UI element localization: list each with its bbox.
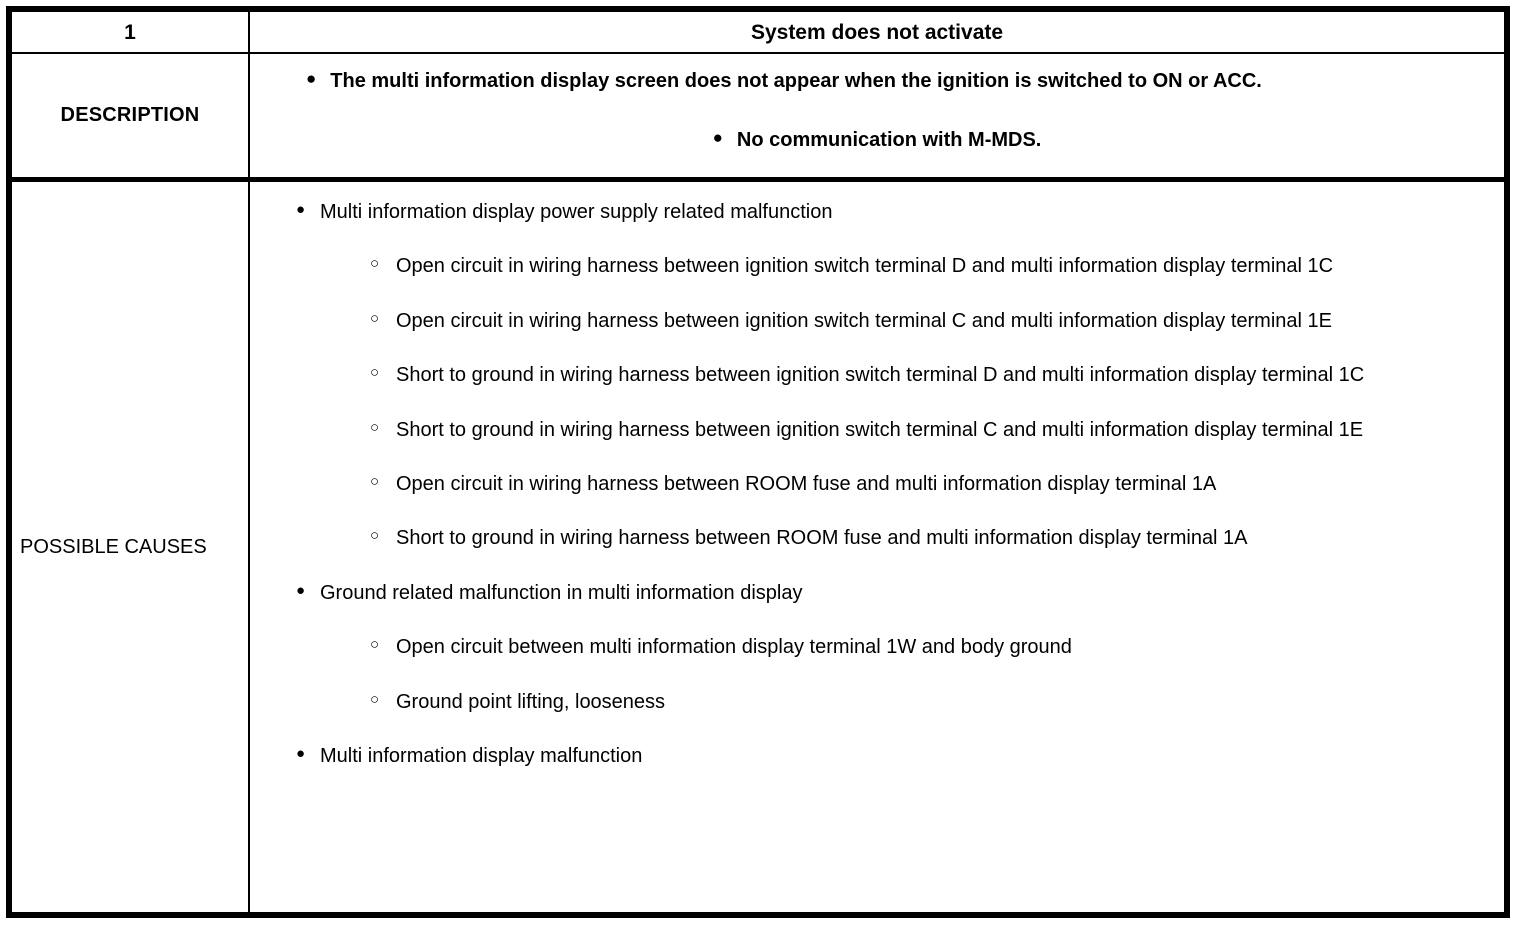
possible-cause-text: Open circuit between multi information d… (396, 636, 1072, 659)
possible-cause-text: Open circuit in wiring harness between i… (396, 255, 1334, 278)
hollow-bullet-icon: ○ (370, 309, 380, 327)
description-item-text: No communication with M-MDS. (736, 129, 1042, 151)
hollow-bullet-icon: ○ (370, 255, 380, 273)
possible-cause-text: Ground related malfunction in multi info… (320, 581, 803, 604)
dtc-number: 1 (124, 20, 136, 44)
hollow-bullet-icon: ○ (370, 364, 380, 382)
dtc-number-cell: 1 (12, 12, 250, 52)
dtc-diagnostic-table: 1 System does not activate DESCRIPTION ●… (6, 6, 1510, 918)
filled-bullet-icon: ● (296, 201, 306, 218)
description-list-item: ● The multi information display screen d… (250, 54, 1504, 95)
possible-cause-item-level-1: ● Multi information display malfunction (250, 742, 1504, 770)
hollow-bullet-icon: ○ (370, 418, 380, 436)
possible-causes-label: POSSIBLE CAUSES (20, 536, 207, 558)
possible-cause-item-level-2: ○ Open circuit in wiring harness between … (250, 252, 1504, 280)
hollow-bullet-icon: ○ (370, 527, 380, 545)
possible-cause-item-level-2: ○ Ground point lifting, looseness (250, 688, 1504, 716)
possible-cause-text: Open circuit in wiring harness between R… (396, 472, 1217, 495)
hollow-bullet-icon: ○ (370, 690, 380, 708)
filled-bullet-icon: ● (712, 128, 723, 147)
possible-cause-text: Multi information display malfunction (320, 744, 643, 767)
possible-causes-content-cell: ● Multi information display power supply … (250, 182, 1504, 912)
possible-cause-item-level-2: ○ Open circuit between multi information … (250, 633, 1504, 661)
possible-cause-item-level-2: ○ Open circuit in wiring harness between … (250, 307, 1504, 335)
filled-bullet-icon: ● (306, 69, 317, 88)
dtc-title-cell: System does not activate (250, 12, 1504, 52)
dtc-title: System does not activate (750, 20, 1004, 44)
possible-cause-text: Short to ground in wiring harness betwee… (396, 527, 1248, 550)
table-row-possible-causes: POSSIBLE CAUSES ● Multi information displ… (12, 182, 1504, 912)
hollow-bullet-icon: ○ (370, 636, 380, 654)
possible-cause-item-level-2: ○ Short to ground in wiring harness betwe… (250, 524, 1504, 552)
description-label: DESCRIPTION (60, 104, 200, 126)
filled-bullet-icon: ● (296, 581, 306, 599)
possible-cause-item-level-1: ● Multi information display power supply … (250, 198, 1504, 226)
table-row-header: 1 System does not activate (12, 12, 1504, 54)
possible-cause-item-level-2: ○ Short to ground in wiring harness betwe… (250, 361, 1504, 389)
hollow-bullet-icon: ○ (370, 472, 380, 490)
possible-cause-text: Ground point lifting, looseness (396, 690, 666, 713)
description-label-cell: DESCRIPTION (12, 54, 250, 177)
description-content-cell: ● The multi information display screen d… (250, 54, 1504, 177)
description-item-text: The multi information display screen doe… (330, 70, 1262, 92)
filled-bullet-icon: ● (296, 744, 306, 762)
possible-cause-text: Multi information display power supply r… (320, 201, 833, 223)
possible-cause-text: Short to ground in wiring harness betwee… (396, 418, 1364, 441)
possible-causes-label-cell: POSSIBLE CAUSES (12, 182, 250, 912)
possible-cause-item-level-1: ● Ground related malfunction in multi inf… (250, 579, 1504, 607)
possible-cause-text: Short to ground in wiring harness betwee… (396, 364, 1365, 387)
possible-cause-item-level-2: ○ Short to ground in wiring harness betwe… (250, 416, 1504, 444)
description-list-item: ● No communication with M-MDS. (250, 95, 1504, 154)
possible-cause-text: Open circuit in wiring harness between i… (396, 309, 1332, 332)
table-row-description: DESCRIPTION ● The multi information disp… (12, 54, 1504, 182)
possible-cause-item-level-2: ○ Open circuit in wiring harness between … (250, 470, 1504, 498)
